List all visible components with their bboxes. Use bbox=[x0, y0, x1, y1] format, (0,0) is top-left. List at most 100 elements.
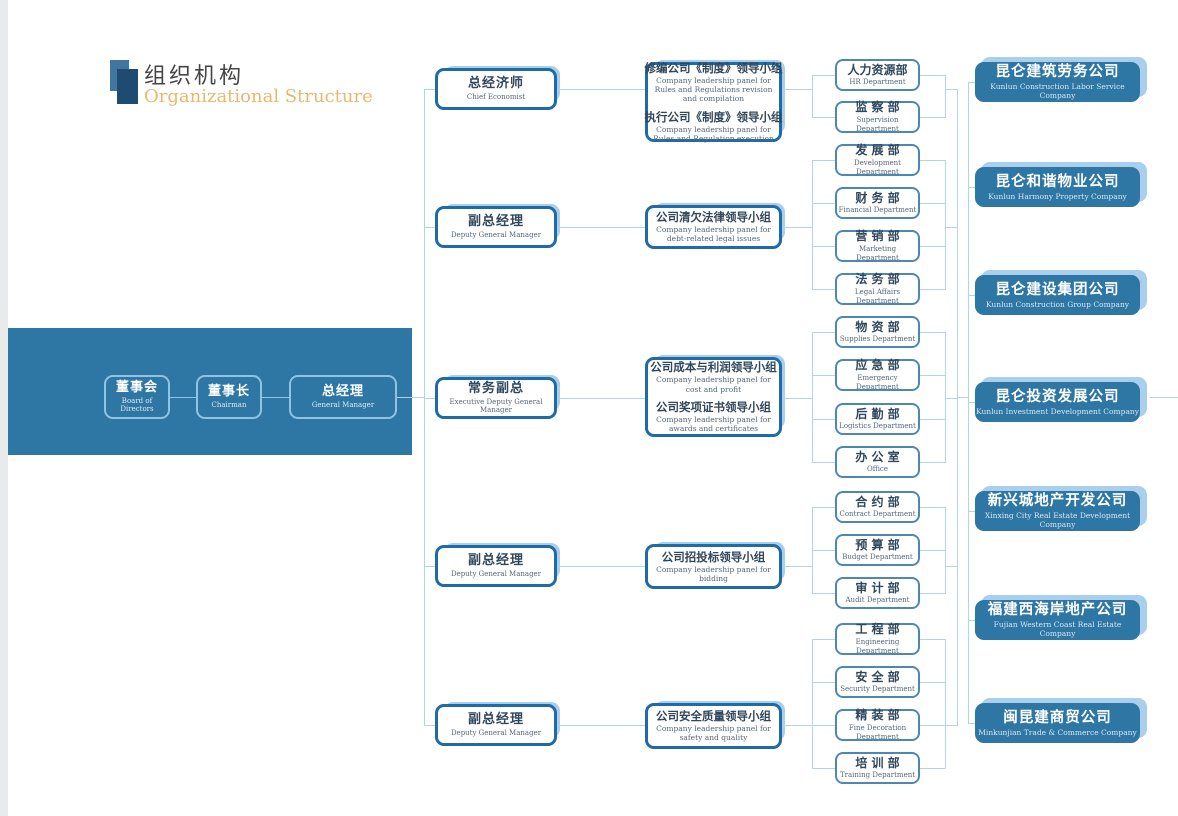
panel-subtitle: Company leadership panel for safety and … bbox=[656, 724, 771, 743]
panel-title: 公司招投标领导小组 bbox=[661, 549, 766, 564]
department-title: 营 销 部 bbox=[855, 229, 900, 244]
company-title: 闽昆建商贸公司 bbox=[1003, 708, 1112, 726]
connector-line bbox=[920, 246, 945, 247]
department-title: 安 全 部 bbox=[855, 669, 900, 684]
connector-line bbox=[968, 187, 975, 188]
department-subtitle: Legal Affairs Department bbox=[854, 288, 901, 305]
department-title: 工 程 部 bbox=[855, 622, 900, 637]
connector-line bbox=[812, 639, 813, 769]
connector-line bbox=[812, 289, 835, 290]
connector-line bbox=[920, 75, 945, 76]
panel-title: 执行公司《制度》领导小组 bbox=[644, 109, 783, 124]
department-subtitle: Budget Department bbox=[842, 553, 913, 562]
connector-line bbox=[920, 203, 945, 204]
department-title: 办 公 室 bbox=[855, 449, 900, 464]
connector-line bbox=[945, 566, 957, 567]
panel-subtitle: Company leadership panel for awards and … bbox=[656, 414, 771, 434]
connector-line bbox=[424, 725, 435, 726]
department-title: 人力资源部 bbox=[847, 62, 908, 77]
board-box-label: 董事会 bbox=[115, 379, 158, 395]
department-subtitle: Security Department bbox=[840, 685, 915, 694]
department-subtitle: Office bbox=[866, 465, 888, 474]
board-connector bbox=[262, 397, 289, 398]
department-title: 物 资 部 bbox=[855, 319, 900, 334]
connector-line bbox=[920, 639, 945, 640]
company-subtitle: Xinxing City Real Estate Development Com… bbox=[984, 511, 1131, 530]
connector-line bbox=[968, 82, 975, 83]
connector-line bbox=[920, 419, 945, 420]
department-title: 合 约 部 bbox=[855, 494, 900, 509]
department-subtitle: Supplies Department bbox=[839, 335, 916, 344]
board-box-sublabel: General Manager bbox=[311, 401, 375, 410]
board-box-label: 总经理 bbox=[321, 384, 364, 400]
connector-line bbox=[812, 639, 835, 640]
connector-line bbox=[782, 227, 812, 228]
manager-subtitle: Chief Economist bbox=[466, 93, 526, 102]
connector-line bbox=[920, 682, 945, 683]
connector-line bbox=[957, 397, 968, 398]
manager-title: 副总经理 bbox=[467, 553, 524, 569]
department-subtitle: Audit Department bbox=[845, 596, 910, 605]
company-title: 昆仑投资发展公司 bbox=[995, 387, 1120, 405]
department-subtitle: Emergency Department bbox=[856, 374, 899, 391]
connector-line bbox=[557, 398, 645, 399]
connector-line bbox=[920, 160, 945, 161]
connector-line bbox=[812, 332, 813, 463]
connector-line bbox=[557, 89, 645, 90]
connector-line bbox=[920, 725, 945, 726]
connector-line bbox=[920, 550, 945, 551]
connector-line bbox=[812, 203, 835, 204]
department-title: 培 训 部 bbox=[855, 755, 900, 770]
company-subtitle: Kunlun Harmony Property Company bbox=[988, 191, 1127, 201]
connector-line bbox=[812, 725, 835, 726]
department-title: 审 计 部 bbox=[855, 580, 900, 595]
board-box-sublabel: Chairman bbox=[211, 401, 247, 410]
connector-line bbox=[945, 160, 946, 290]
department-title: 财 务 部 bbox=[855, 190, 900, 205]
panel-title: 公司安全质量领导小组 bbox=[656, 709, 771, 724]
connector-line bbox=[968, 620, 975, 621]
department-subtitle: Logistics Department bbox=[839, 422, 916, 431]
connector-line bbox=[424, 89, 425, 726]
manager-subtitle: Deputy General Manager bbox=[450, 231, 542, 240]
department-subtitle: HR Department bbox=[849, 78, 906, 87]
department-title: 法 务 部 bbox=[855, 272, 900, 287]
company-subtitle: Kunlun Investment Development Company bbox=[976, 406, 1139, 416]
chairman-box: 董事长 Chairman bbox=[196, 375, 262, 419]
manager-subtitle: Executive Deputy General Manager bbox=[449, 397, 543, 415]
department-title: 后 勤 部 bbox=[855, 406, 900, 421]
panel-subtitle: Company leadership panel for Rules and R… bbox=[654, 75, 773, 104]
connector-line bbox=[812, 160, 835, 161]
company-title: 新兴城地产开发公司 bbox=[987, 492, 1128, 510]
manager-title: 副总经理 bbox=[467, 712, 524, 728]
connector-line bbox=[812, 117, 835, 118]
company-subtitle: Kunlun Construction Labor Service Compan… bbox=[990, 82, 1125, 101]
icon-front-block bbox=[117, 69, 138, 104]
connector-line bbox=[812, 160, 813, 290]
connector-line bbox=[812, 682, 835, 683]
company-title: 昆仑建筑劳务公司 bbox=[995, 63, 1120, 81]
